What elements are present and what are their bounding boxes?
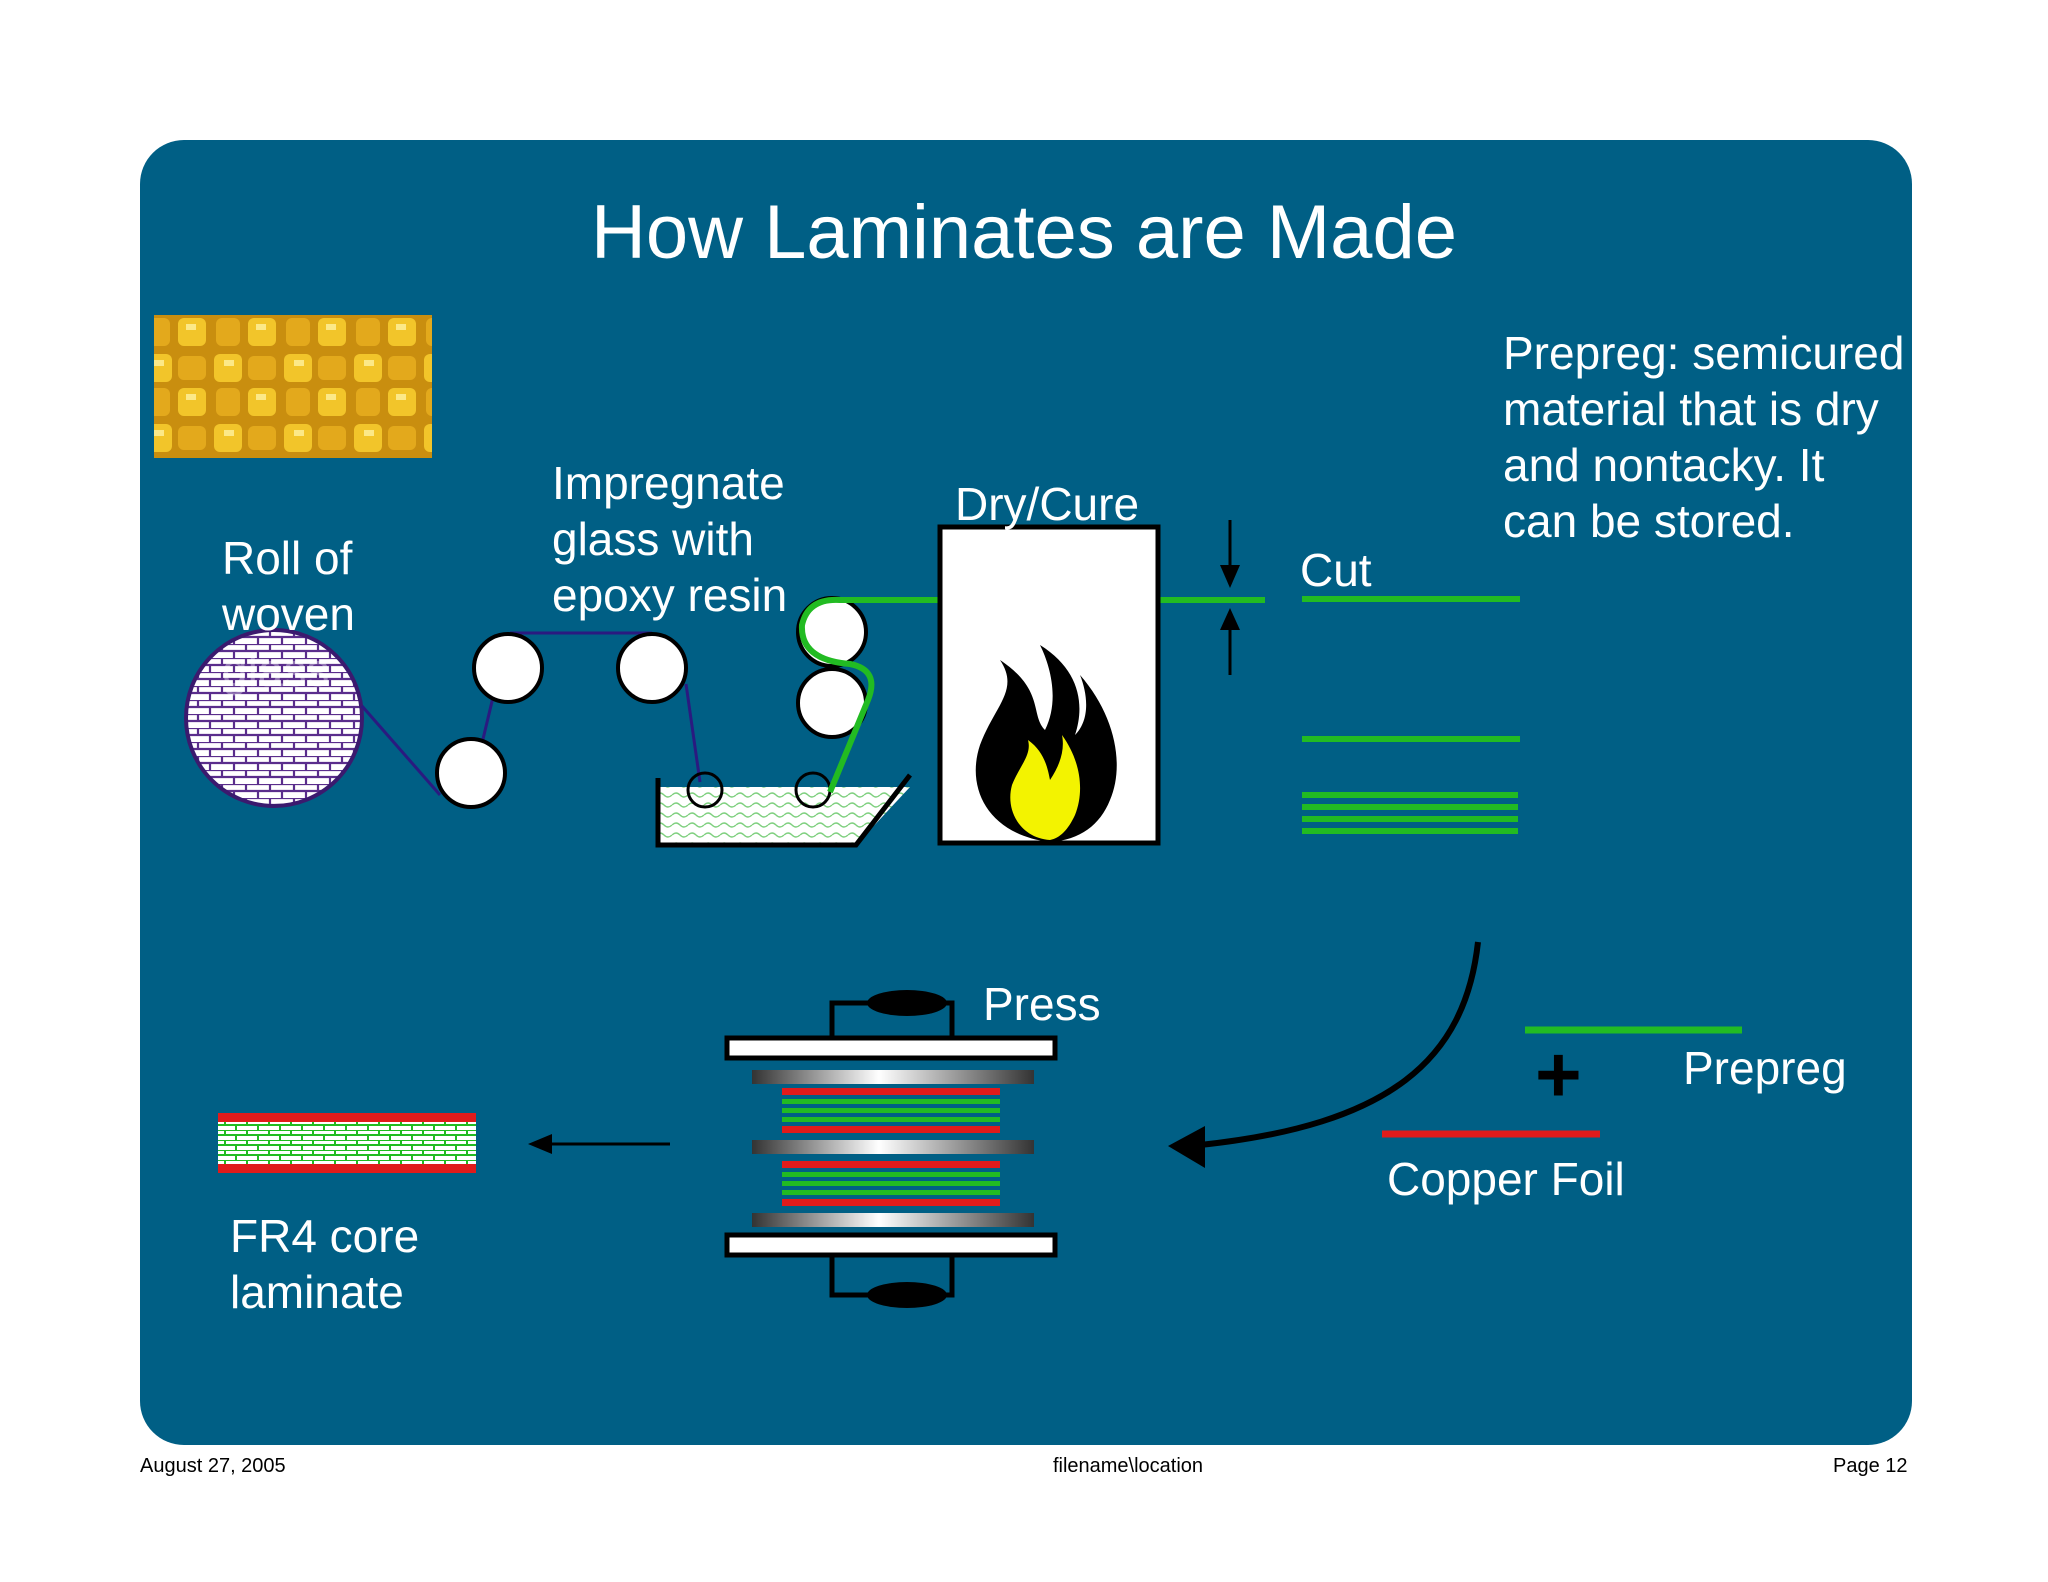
press (724, 990, 1058, 1308)
thickness-arrows (1220, 520, 1240, 675)
press-label: Press (983, 978, 1101, 1030)
resin-bath (655, 771, 912, 848)
fr4-laminate (218, 1113, 476, 1173)
flame-icon (975, 645, 1117, 842)
footer-date: August 27, 2005 (140, 1455, 286, 1477)
roller (435, 596, 868, 809)
footer-page: Page 12 (1833, 1455, 1908, 1477)
glass-roll (184, 628, 364, 808)
copper-foil-label: Copper Foil (1387, 1153, 1625, 1205)
press-stack-lower (782, 1161, 1000, 1206)
plus-sign: + (1535, 1030, 1582, 1119)
press-stack-upper (782, 1088, 1000, 1133)
cut-label: Cut (1300, 544, 1372, 596)
fr4-label: FR4 core laminate (230, 1210, 420, 1318)
prepreg-note: Prepreg: semicured material that is dry … (1503, 327, 1905, 547)
woven-glass-photo (154, 315, 432, 458)
footer-location: filename\location (1052, 1455, 1204, 1477)
curved-arrow (1168, 941, 1481, 1168)
roll-label: Roll of woven glass (222, 532, 355, 696)
page-title: How Laminates are Made (591, 190, 1457, 275)
impregnate-label: Impregnate glass with epoxy resin (552, 457, 788, 621)
left-arrow (528, 1134, 670, 1154)
dry-cure-label: Dry/Cure (955, 478, 1140, 530)
prepreg-label: Prepreg (1683, 1042, 1847, 1094)
cut-prepreg-sheets (1302, 596, 1520, 834)
prepreg-web (798, 596, 1265, 794)
glass-web (360, 631, 800, 807)
